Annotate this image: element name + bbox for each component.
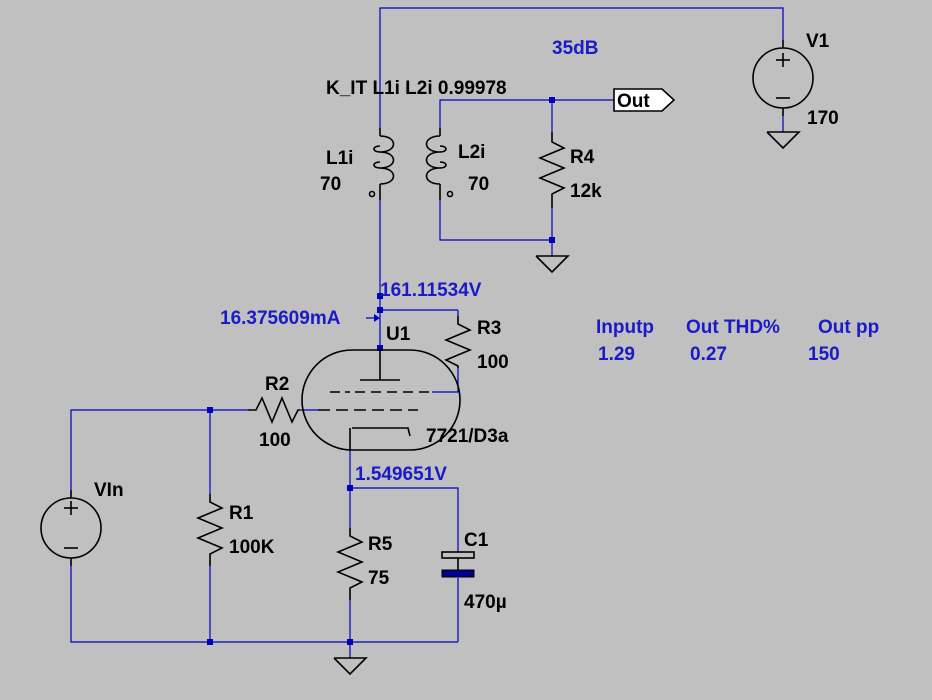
r2-value: 100: [259, 430, 291, 451]
v1-name: V1: [806, 31, 830, 52]
c1-top-wire: [350, 487, 459, 552]
l2i-value: 70: [468, 174, 489, 195]
r5-name: R5: [368, 534, 393, 555]
inductor-l2i[interactable]: [425, 128, 454, 200]
r3-name: R3: [477, 318, 501, 339]
r4-name: R4: [570, 147, 595, 168]
coupling-directive: K_IT L1i L2i 0.99978: [326, 78, 507, 99]
meas-value-thd: 0.27: [690, 344, 727, 365]
ground-bus: [70, 566, 458, 643]
plate-voltage-label: 161.11534V: [380, 280, 482, 301]
l2i-top-wire: [439, 99, 552, 128]
l1i-value: 70: [320, 174, 341, 195]
wires: [70, 7, 784, 658]
vin-top-wire: [70, 409, 210, 490]
meas-header-outpp: Out pp: [818, 317, 879, 338]
junction-dot: [207, 407, 213, 413]
c1-value: 470µ: [464, 592, 507, 613]
junction-dots: [207, 97, 555, 645]
r3-value: 100: [477, 352, 509, 373]
supply-wire: [379, 7, 784, 128]
l2i-name: L2i: [458, 142, 485, 163]
resistor-r4[interactable]: [537, 132, 567, 208]
junction-dot: [377, 345, 383, 351]
pentode-u1[interactable]: [301, 349, 461, 451]
l1i-name: L1i: [326, 148, 353, 169]
r5-value: 75: [368, 568, 390, 589]
junction-dot: [549, 237, 555, 243]
junction-dot: [377, 293, 383, 299]
resistor-r3[interactable]: [443, 316, 473, 368]
resistor-r2[interactable]: [248, 395, 300, 425]
u1-value: 7721/D3a: [426, 426, 509, 447]
r2-name: R2: [265, 374, 289, 395]
resistor-r5[interactable]: [335, 528, 365, 600]
junction-dot: [207, 639, 213, 645]
inductor-l1i[interactable]: [368, 128, 395, 200]
junction-dot: [347, 485, 353, 491]
resistor-r1[interactable]: [195, 494, 225, 566]
meas-value-inputp: 1.29: [598, 344, 635, 365]
r3-g2-wire: [432, 368, 459, 393]
v1-source[interactable]: [752, 40, 814, 116]
meas-header-inputp: Inputp: [596, 317, 654, 338]
v1-value: 170: [807, 108, 839, 129]
cathode-voltage-label: 1.549651V: [355, 464, 447, 485]
current-probe-arrow: [366, 314, 380, 322]
c1-name: C1: [464, 530, 489, 551]
junction-dot: [377, 307, 383, 313]
vin-source[interactable]: [40, 490, 102, 566]
junction-dot: [549, 97, 555, 103]
capacitor-c1[interactable]: [441, 551, 475, 578]
r4-value: 12k: [570, 181, 602, 202]
ground-symbol: [766, 131, 801, 150]
ground-symbol: [535, 255, 570, 274]
l2i-bottom-wire: [439, 200, 552, 241]
meas-header-thd: Out THD%: [686, 317, 780, 338]
gain-directive: 35dB: [552, 38, 598, 59]
ground-symbol: [333, 657, 368, 676]
vin-name: VIn: [94, 480, 124, 501]
out-label-text: Out: [617, 91, 650, 112]
u1-name: U1: [386, 324, 411, 345]
junction-dot: [347, 639, 353, 645]
r1-value: 100K: [229, 537, 275, 558]
r1-name: R1: [229, 503, 254, 524]
meas-value-outpp: 150: [808, 344, 840, 365]
plate-current-label: 16.375609mA: [220, 308, 341, 329]
out-net-label[interactable]: Out: [613, 88, 676, 112]
